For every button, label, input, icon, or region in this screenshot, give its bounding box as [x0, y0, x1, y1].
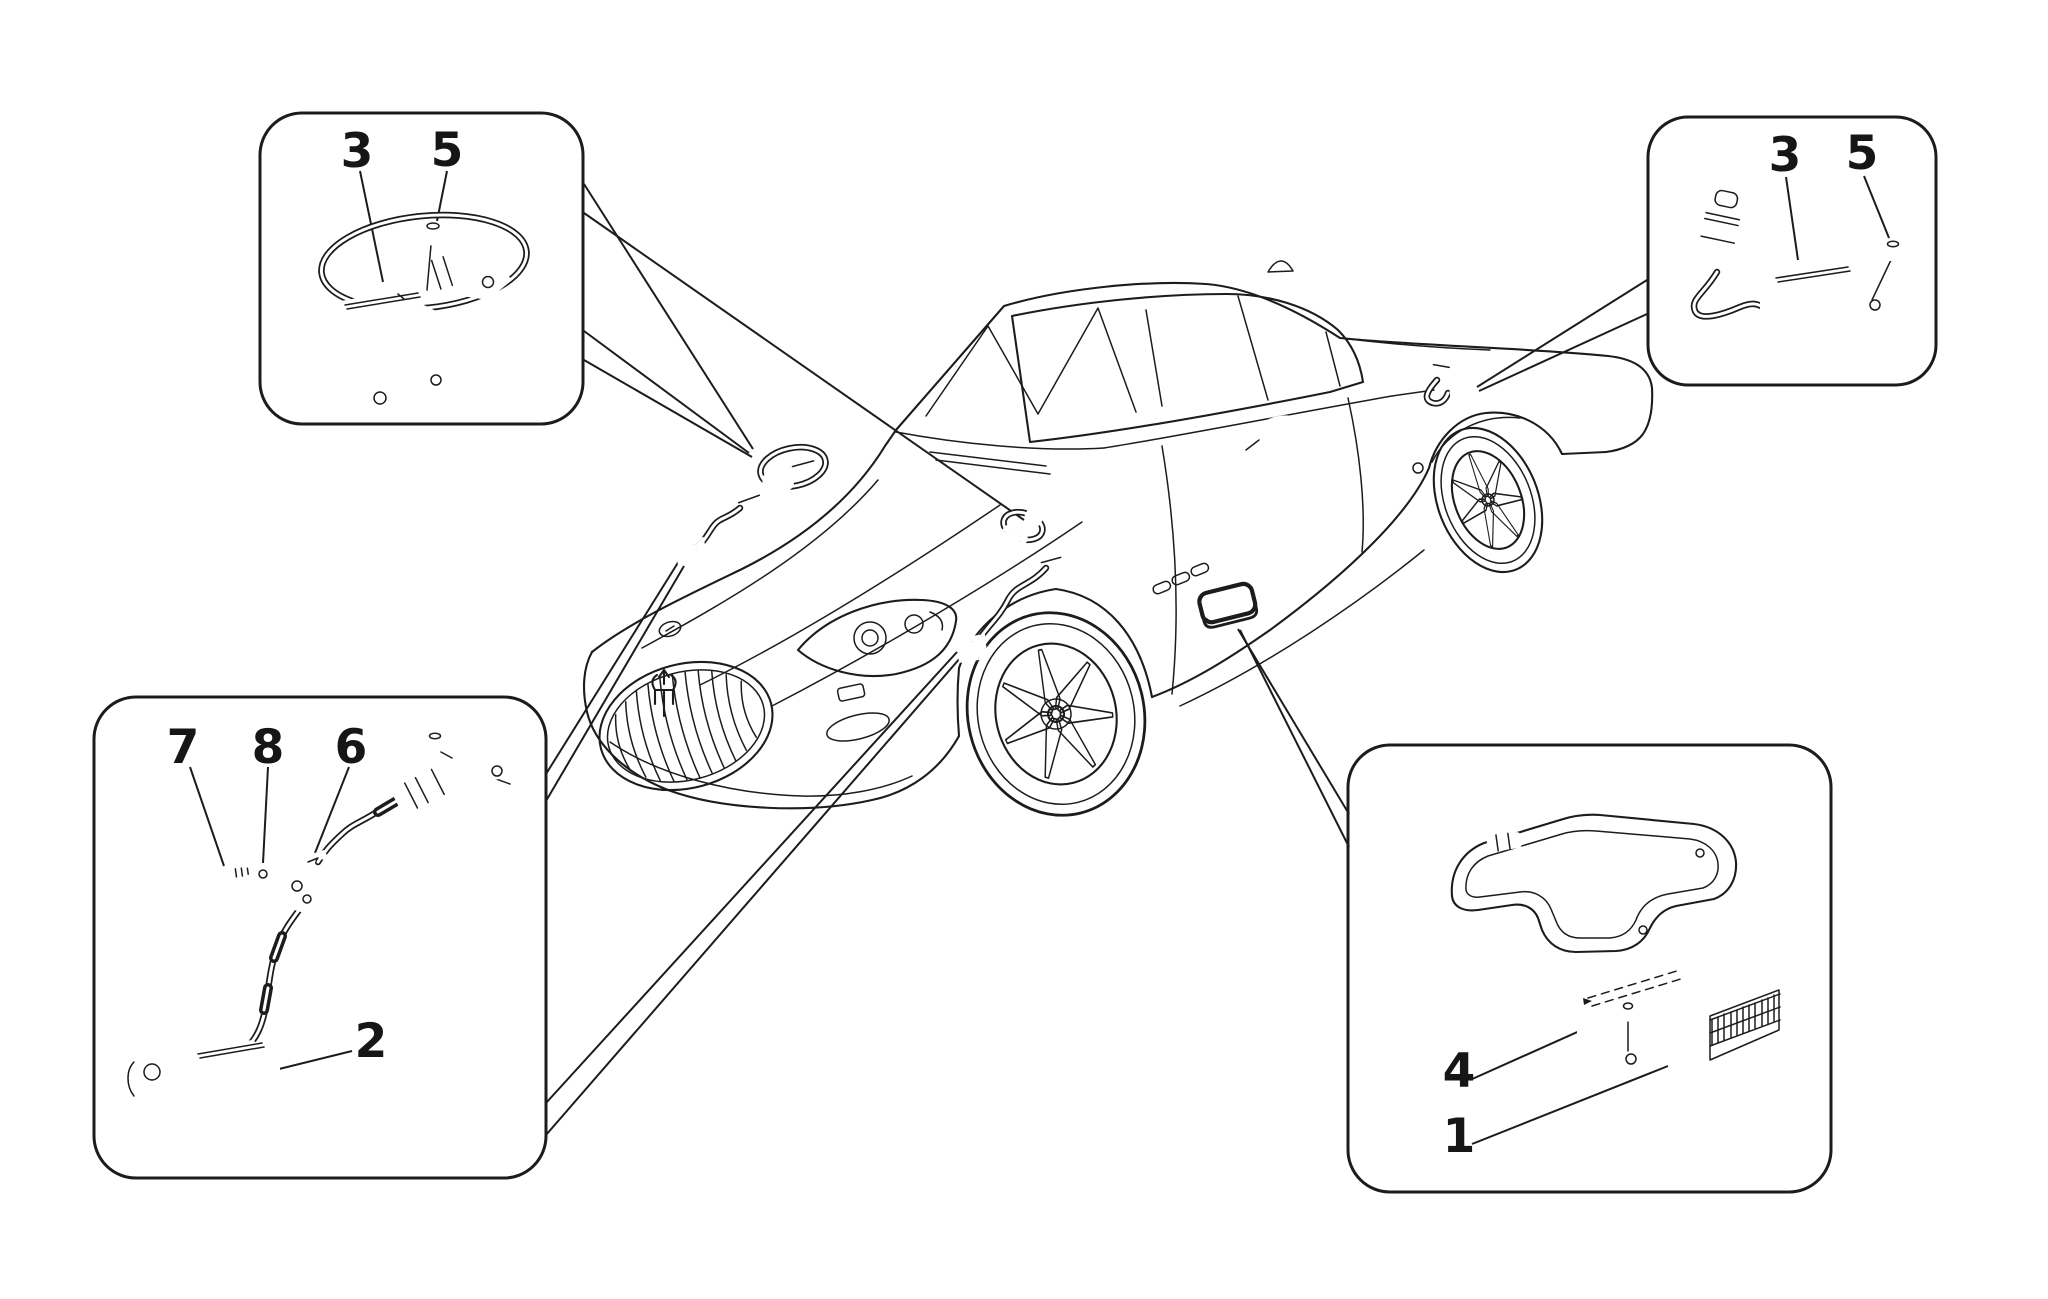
- car-front-wheel-arch: [956, 587, 1154, 738]
- front-wheel: [965, 611, 1147, 817]
- callout-bottom-left-content: 7 8 6 2: [127, 720, 515, 1127]
- rear-deck-line: [1339, 337, 1491, 351]
- headlight-washer: [836, 683, 866, 702]
- car-front-bumper: [582, 650, 961, 810]
- part-number-label: 5: [1846, 126, 1879, 181]
- label-leader: [189, 766, 225, 867]
- label-leader: [1471, 1065, 1669, 1145]
- part-number-label: 4: [1443, 1044, 1476, 1099]
- windshield-reflection-lines: [925, 307, 1163, 417]
- clip-icon: [298, 850, 330, 874]
- beltline: [1103, 389, 1435, 449]
- flanged-nut-icon: [423, 730, 447, 753]
- label-leader: [1863, 175, 1890, 239]
- leader-line: [545, 656, 962, 1136]
- leader-line: [1237, 628, 1350, 815]
- leader-line: [583, 183, 754, 450]
- hood-seam: [699, 504, 1001, 686]
- leader-line: [583, 212, 1025, 521]
- b-pillar-line: [1237, 295, 1341, 401]
- rear-wheel: [1432, 426, 1544, 574]
- leader-line: [545, 560, 680, 775]
- leader-line: [1239, 629, 1350, 848]
- callout-top-left-content: 3 5: [318, 123, 530, 420]
- roof-antenna: [1267, 260, 1294, 273]
- sensor-cable: [1692, 270, 1763, 318]
- part-number-label: 7: [167, 720, 200, 775]
- rear-fender-crease: [1431, 416, 1521, 463]
- fuel-cap-dot: [1412, 462, 1424, 474]
- label-leader: [270, 1050, 353, 1072]
- hood-sensor-right-icon: [999, 508, 1046, 551]
- leader-line: [583, 330, 750, 454]
- grille-trident-icon: [651, 668, 677, 718]
- hood-seam: [641, 479, 879, 649]
- callout-bottom-right-content: 4 1: [1443, 813, 1790, 1164]
- bumper-sensor-harness-icon: [957, 551, 1063, 663]
- ecu-screw-icon: [1617, 1000, 1639, 1022]
- stud-axis-line: [426, 244, 432, 291]
- car-rear-lower: [1150, 411, 1608, 699]
- part-number-label: 5: [431, 123, 464, 178]
- cowl-line: [895, 431, 1105, 450]
- fender-vents: [1152, 562, 1210, 595]
- car-illustration: [582, 260, 1654, 817]
- hood-sensor-left-icon: [757, 443, 829, 497]
- door-seam: [1161, 445, 1177, 695]
- label-leader: [314, 766, 350, 854]
- callout-top-right-content: 3 5: [1690, 126, 1905, 334]
- part-number-label: 3: [1769, 128, 1802, 183]
- door-mirror: [1245, 415, 1305, 451]
- ecu-mounting-gasket: [1450, 813, 1738, 954]
- car-upper-silhouette: [590, 281, 1654, 654]
- ecu-connector: [1703, 979, 1786, 1068]
- rear-sensor-module: [1760, 264, 1893, 334]
- callout-box-bottom-right: [1346, 743, 1833, 1194]
- washer-icon: [254, 865, 272, 883]
- hood-sensor-left-harness-icon: [676, 489, 762, 566]
- screw-icon: [216, 867, 255, 883]
- rocker-line: [1179, 549, 1425, 707]
- hood-seam: [771, 521, 1083, 707]
- label-leader: [1785, 176, 1799, 261]
- part-number-label: 8: [252, 720, 285, 775]
- label-leader: [262, 766, 269, 864]
- flanged-nut-icon: [420, 220, 446, 246]
- part-number-label: 6: [335, 720, 368, 775]
- clamp-bracket-icon: [454, 721, 515, 796]
- part-number-label: 3: [341, 124, 374, 179]
- door-handle: [1370, 426, 1403, 443]
- leader-line: [545, 565, 685, 802]
- front-sensor-module: [330, 291, 458, 420]
- ecu-mount-tab: [1612, 1048, 1651, 1070]
- door-seam-rear: [1347, 397, 1364, 553]
- wiper-blades: [929, 451, 1051, 475]
- rear-quarter-sensor-icon: [1423, 357, 1477, 407]
- fog-lamp: [826, 712, 890, 742]
- part-number-label: 1: [1443, 1109, 1476, 1164]
- sill-control-module-icon: [1197, 581, 1259, 629]
- leader-line: [545, 651, 958, 1104]
- hood-emblem-icon: [658, 620, 682, 638]
- front-grille: [598, 660, 774, 792]
- leader-line: [583, 359, 753, 458]
- flanged-nut-icon: [1881, 238, 1905, 261]
- leader-line: [1476, 279, 1648, 388]
- acceleration-sensor-module: [127, 1040, 280, 1106]
- sensor-bracket-connector: [419, 252, 512, 300]
- side-glass: [1010, 292, 1365, 444]
- headlight: [796, 598, 958, 678]
- sensor-bracket-plate: [277, 872, 319, 913]
- ecu-box: [1577, 957, 1790, 1073]
- bolt-icon: [173, 1105, 195, 1127]
- part-number-label: 2: [355, 1014, 388, 1069]
